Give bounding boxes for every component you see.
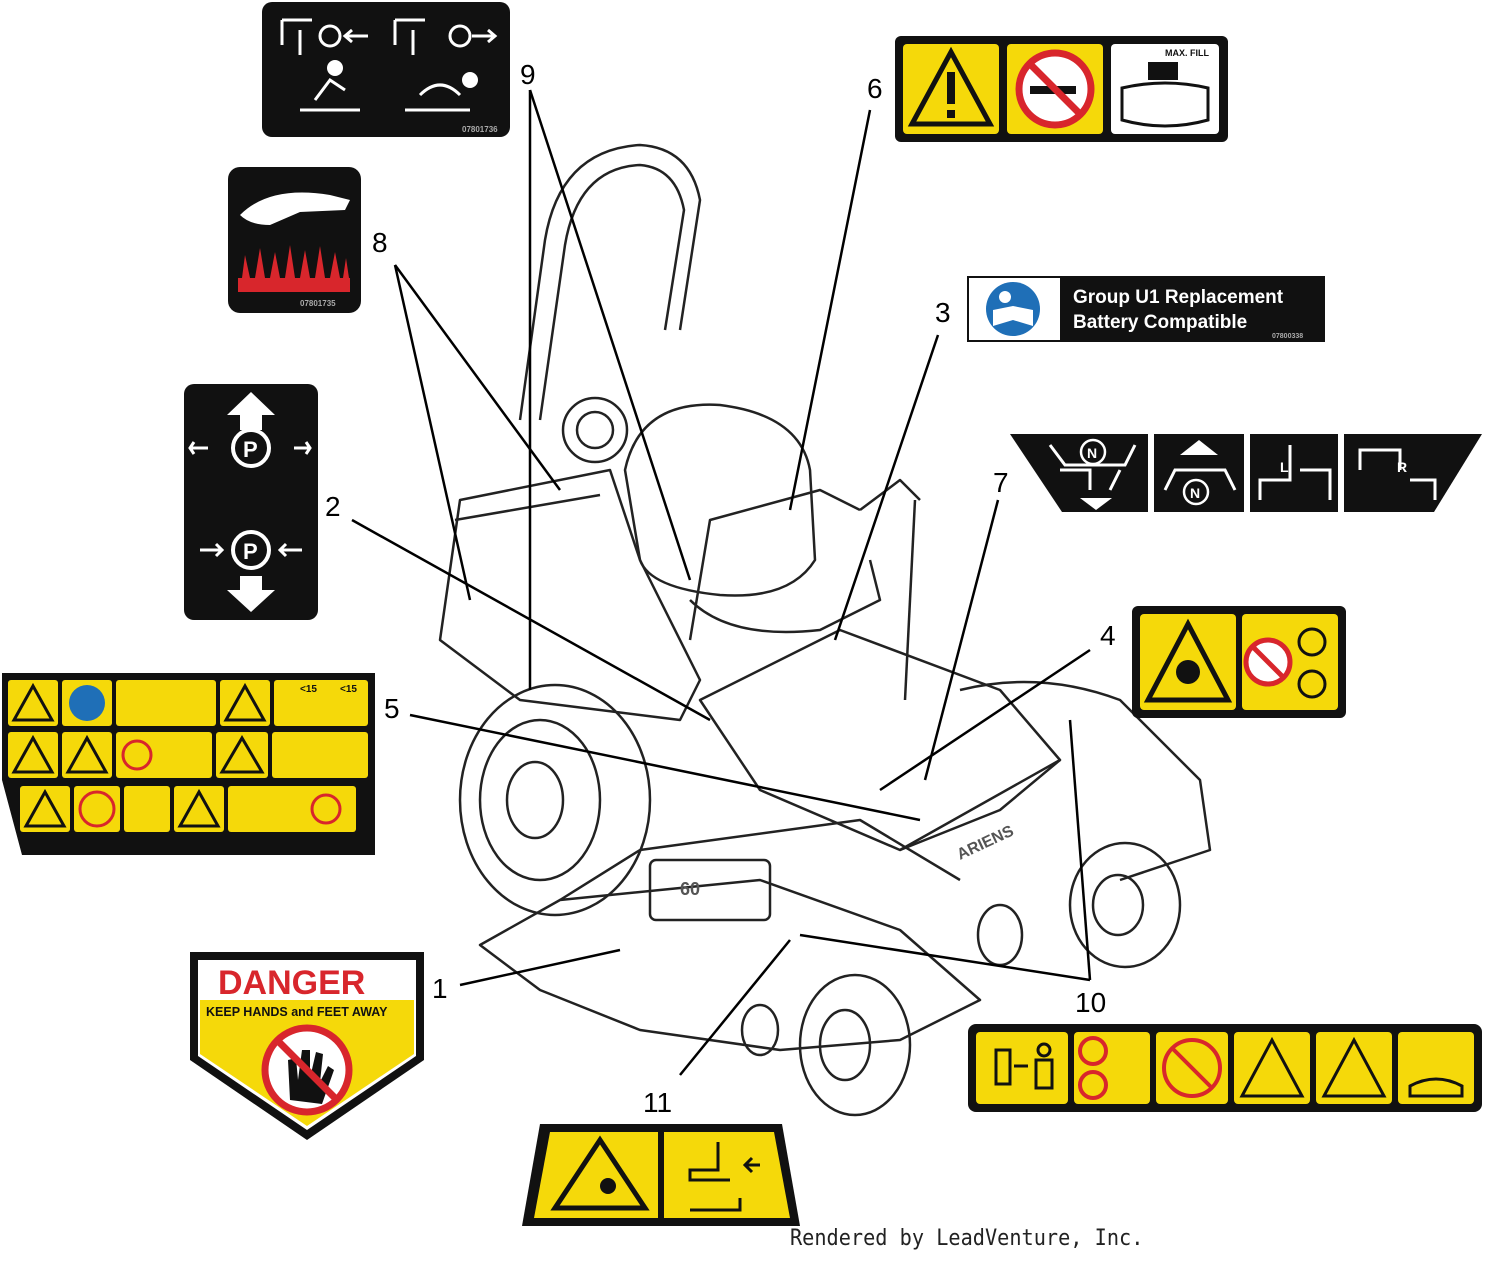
hot-surface-part-no: 07801735 [300,299,336,308]
callout-6: 6 [867,73,883,104]
callout-5: 5 [384,693,400,724]
parking-brake-label-top: P [243,437,258,462]
callout-1: 1 [432,973,448,1004]
battery-line-2: Battery Compatible [1073,312,1247,333]
decal-safety-grid: <15 <15 [2,673,375,855]
mower-brand-text: ARIENS [955,823,1017,864]
mower-drawing [438,143,1212,1117]
callout-labels: 1 2 3 4 5 6 7 8 9 10 11 [325,59,1116,1118]
danger-title: DANGER [218,964,365,1002]
deck-size-text: 60 [680,879,700,899]
battery-line-1: Group U1 Replacement [1073,287,1284,308]
decal-speed-control: 07801736 [262,2,510,137]
neutral-label-2: N [1190,485,1200,501]
callout-10: 10 [1075,987,1106,1018]
decal-parking-brake: P P [184,384,318,620]
leader-lines [351,89,1092,1076]
footer-credit: Rendered by LeadVenture, Inc. [790,1226,1144,1251]
callout-3: 3 [935,297,951,328]
callout-9: 9 [520,59,536,90]
decal-battery: Group U1 Replacement Battery Compatible … [967,276,1325,342]
slope-label-1: <15 [300,684,317,695]
callout-11: 11 [643,1087,672,1118]
neutral-label-1: N [1087,445,1097,461]
danger-subtitle: KEEP HANDS and FEET AWAY [206,1005,388,1019]
decal-fuel-warning: MAX. FILL [895,36,1228,142]
lever-label-left: L [1280,459,1289,475]
callout-7: 7 [993,467,1009,498]
slope-label-2: <15 [340,684,357,695]
fuel-max-fill-label: MAX. FILL [1165,48,1209,58]
callout-2: 2 [325,491,341,522]
callout-4: 4 [1100,620,1116,651]
decal-hot-surface: 07801735 [228,167,361,313]
decal-lever-neutral: N N L R [1010,434,1482,512]
callout-8: 8 [372,227,388,258]
decal-deck-strip [968,1024,1482,1112]
lever-label-right: R [1397,459,1407,475]
decal-entanglement [1132,606,1346,718]
battery-part-no: 07800338 [1272,333,1303,340]
decal-danger: DANGER KEEP HANDS and FEET AWAY [190,952,424,1140]
decal-seat-discharge [522,1124,800,1226]
speed-control-part-no: 07801736 [462,125,498,134]
parking-brake-label-bottom: P [243,539,258,564]
